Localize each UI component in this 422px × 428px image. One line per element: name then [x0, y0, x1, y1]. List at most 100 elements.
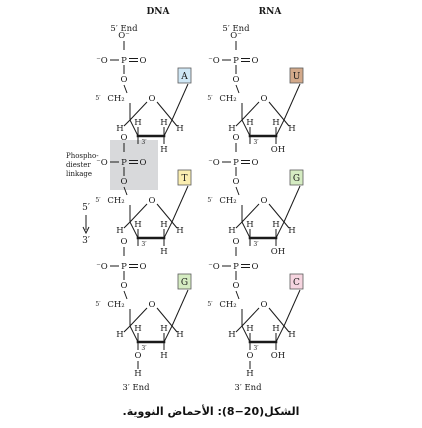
three-prime-end-label: 3′ End [234, 383, 262, 393]
bond-o-c1 [268, 307, 285, 327]
phosphate-double-o: O [140, 56, 147, 66]
sugar-3prime-label: 3′ [141, 345, 147, 352]
bond-c4-o [241, 203, 260, 223]
base-box-T [177, 169, 192, 186]
terminal-h: H [134, 369, 141, 379]
bond-o-c1 [268, 101, 285, 121]
c2-h: H [160, 247, 167, 257]
direction-5prime: 5′ [82, 203, 90, 213]
phosphate-double-o: O [140, 262, 147, 272]
bond-c1-c2 [163, 119, 173, 137]
phosphate-neg-o: ⁻O [96, 158, 107, 168]
sugar-5prime-label: 5′ [207, 95, 213, 102]
phosphodiester-highlight [110, 140, 158, 190]
bond-c1-c2 [163, 325, 173, 343]
bond-c1-base [171, 185, 189, 223]
bond-c1-h [283, 325, 290, 333]
linkage-label-line-1: Phospho- [66, 152, 99, 160]
bond-c4-h [235, 325, 243, 333]
phosphorus: P [121, 56, 127, 66]
direction-arrow: 5′ 3′ [82, 203, 90, 246]
phosphate-neg-o: ⁻O [208, 158, 219, 168]
h-c2-up: H [160, 220, 167, 230]
bond-c4-h [123, 325, 131, 333]
bond-c4-o [129, 101, 148, 121]
ring-oxygen: O [149, 196, 156, 206]
sugar-5prime-label: 5′ [207, 301, 213, 308]
phosphorus: P [121, 262, 127, 272]
direction-3prime: 3′ [82, 236, 90, 246]
phosphorus: P [233, 158, 239, 168]
phosphorus: P [233, 262, 239, 272]
bond-o-c1 [156, 101, 173, 121]
sugar-3prime-label: 3′ [253, 139, 259, 146]
base-label-U: U [293, 72, 301, 82]
sugar-3prime-label: 3′ [141, 139, 147, 146]
bond-c4-c3 [241, 119, 251, 137]
base-box-G [177, 273, 192, 290]
h-c1: H [176, 226, 183, 236]
linkage-label-line-3: linkage [66, 170, 92, 178]
h-c4: H [116, 226, 123, 236]
five-prime-end-label: 5′ End [222, 24, 250, 34]
ring-oxygen: O [149, 300, 156, 310]
phosphate-ester-o: O [121, 281, 128, 291]
h-c1: H [288, 330, 295, 340]
bond-o-ch2 [123, 84, 128, 94]
sugar-3prime-label: 3′ [141, 241, 147, 248]
h-c4: H [116, 124, 123, 134]
bond-o-ch2 [123, 290, 128, 300]
h-c1: H [176, 330, 183, 340]
phosphate-ester-o: O [233, 75, 240, 85]
sugar-5prime-label: 5′ [207, 197, 213, 204]
base-box-A [177, 67, 192, 84]
bond-c4-c3 [241, 325, 251, 343]
ch2-group: CH₂ [107, 94, 124, 104]
figure-caption: الشكل(20−8): الأحماض النووية. [122, 405, 300, 418]
sugar-5prime-label: 5′ [95, 95, 101, 102]
ring-oxygen: O [261, 300, 268, 310]
bond-c1-c2 [163, 221, 173, 239]
bond-c4-c3 [129, 119, 139, 137]
bond-c4-c3 [129, 325, 139, 343]
ring-oxygen: O [261, 94, 268, 104]
h-c2-up: H [160, 118, 167, 128]
phosphate-neg-o: ⁻O [208, 56, 219, 66]
c2-hydroxyl: OH [271, 351, 285, 361]
h-c3-up: H [246, 220, 253, 230]
rna-header: RNA [259, 7, 283, 17]
base-label-T: T [181, 174, 187, 184]
h-c4: H [228, 124, 235, 134]
bond-o-c1 [156, 203, 173, 223]
phosphate-double-o: O [252, 262, 259, 272]
h-c1: H [176, 124, 183, 134]
bond-o-ch2 [123, 186, 128, 196]
bond-c1-c2 [275, 221, 285, 239]
phosphate-bridge-o: O [121, 237, 128, 247]
phosphate-o-minus: O⁻ [118, 31, 129, 41]
bond-c4-c3 [129, 221, 139, 239]
sugar-5prime-label: 5′ [95, 197, 101, 204]
phosphate-neg-o: ⁻O [96, 56, 107, 66]
bond-o-ch2 [235, 290, 240, 300]
ch2-group: CH₂ [107, 300, 124, 310]
three-prime-end-label: 3′ End [122, 383, 150, 393]
bond-c4-h [123, 221, 131, 229]
bond-c1-h [283, 221, 290, 229]
bond-c4-o [241, 307, 260, 327]
phosphate-double-o: O [252, 158, 259, 168]
bond-o-c1 [156, 307, 173, 327]
base-box-C [289, 273, 304, 290]
base-box-G [289, 169, 304, 186]
bond-c4-h [235, 221, 243, 229]
c2-h: H [160, 351, 167, 361]
bond-c1-base [171, 83, 189, 121]
h-c3-up: H [246, 118, 253, 128]
h-c3-up: H [134, 324, 141, 334]
bond-c4-h [123, 119, 131, 127]
phosphate-bridge-o: O [233, 237, 240, 247]
bond-c1-c2 [275, 325, 285, 343]
